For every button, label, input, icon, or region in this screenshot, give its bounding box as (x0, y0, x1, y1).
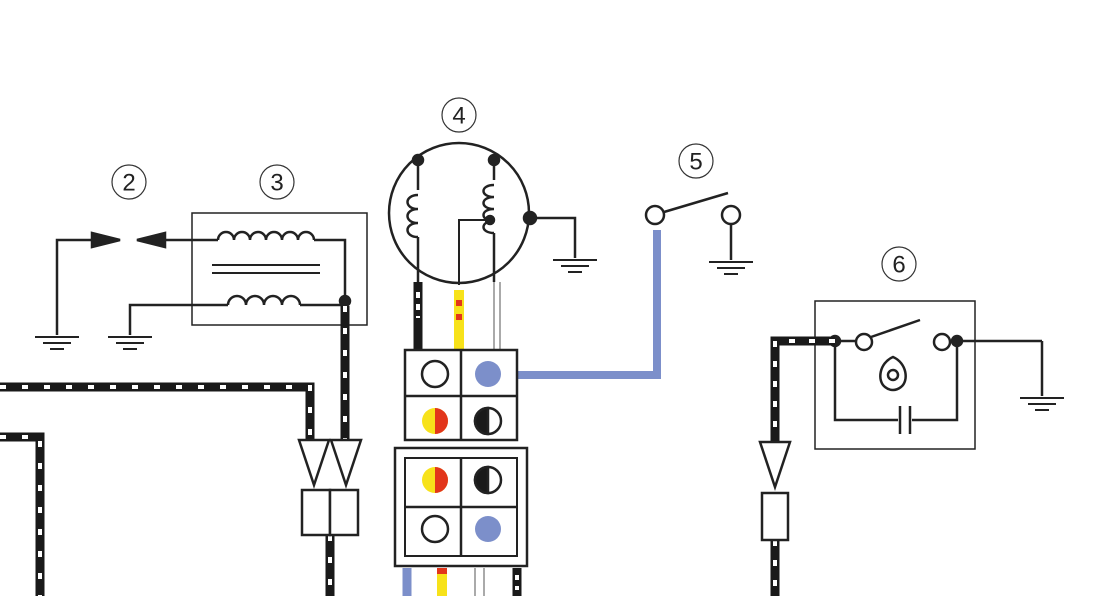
connector-left (297, 438, 363, 537)
generator (387, 141, 599, 285)
label-6: 6 (881, 246, 917, 282)
label-3: 3 (259, 164, 295, 200)
label-4: 4 (441, 97, 477, 133)
label-3-text: 3 (270, 170, 283, 197)
label-5: 5 (678, 143, 714, 179)
generator-wires (402, 230, 661, 596)
label-4-text: 4 (452, 103, 465, 130)
label-6-text: 6 (892, 252, 905, 279)
harness-right (758, 336, 835, 596)
component-6 (814, 300, 1066, 450)
label-2-text: 2 (122, 170, 135, 197)
label-5-text: 5 (689, 149, 702, 176)
label-2: 2 (111, 164, 147, 200)
connector-center (393, 348, 529, 568)
harness-wires (0, 306, 350, 596)
spark-gap (33, 231, 167, 351)
switch-5 (644, 191, 755, 276)
ignition-coil (106, 212, 368, 351)
